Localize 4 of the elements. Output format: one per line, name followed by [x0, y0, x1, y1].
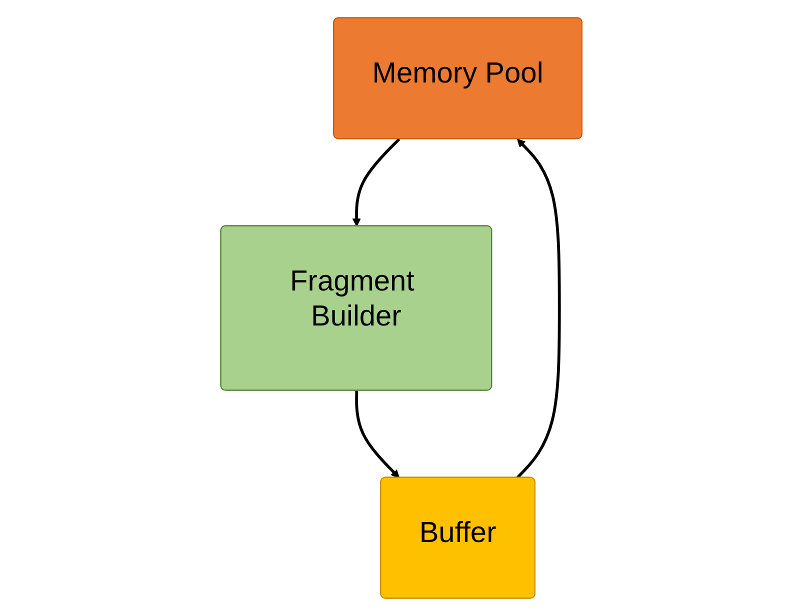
arrow [352, 138, 400, 227]
cycle-diagram: Memory Pool Fragment Builder Buffer [213, 10, 590, 606]
arrow [355, 390, 400, 478]
arrow [516, 138, 561, 479]
